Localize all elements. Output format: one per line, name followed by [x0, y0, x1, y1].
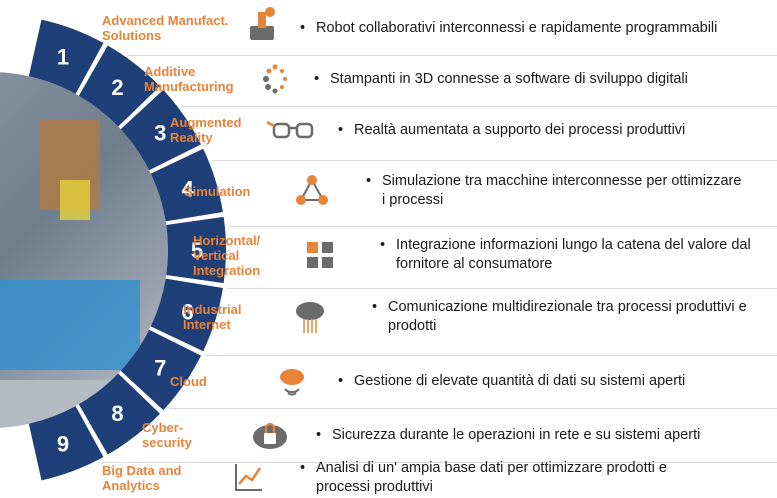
ring-segment-6 — [150, 278, 223, 352]
ring-segment-9 — [28, 406, 104, 481]
simulation-network-icon — [296, 175, 328, 205]
ring-segment-8 — [78, 373, 160, 455]
item-label-1: Advanced Manufact. Solutions — [102, 13, 229, 43]
item-description-2: Stampanti in 3D connesse a software di s… — [314, 70, 777, 89]
ring-segment-3 — [120, 89, 202, 171]
step-number-9: 9 — [57, 432, 69, 457]
item-description-4: Simulazione tra macchine interconnesse p… — [366, 172, 742, 210]
item-label-6: Industrial Internet — [183, 302, 242, 332]
step-number-2: 2 — [111, 75, 123, 100]
step-number-6: 6 — [181, 300, 193, 325]
item-description-9: Analisi di un' ampia base dati per ottim… — [300, 459, 716, 497]
item-label-5: Horizontal/ Vertical Integration — [193, 232, 261, 278]
robot-arm-icon — [250, 7, 275, 40]
row-divider — [126, 55, 777, 56]
dots-3d-print-icon — [263, 64, 287, 94]
ar-glasses-icon — [266, 120, 314, 139]
step-number-3: 3 — [154, 120, 166, 145]
row-divider — [228, 226, 777, 227]
item-label-9: Big Data and Analytics — [102, 463, 182, 493]
item-description-7: Gestione di elevate quantità di dati su … — [338, 372, 774, 391]
ring-segment-4 — [150, 148, 223, 222]
row-divider — [180, 106, 777, 107]
row-divider — [169, 408, 777, 409]
cloud-network-icon — [296, 302, 324, 333]
row-divider — [212, 160, 777, 161]
analytics-chart-icon — [235, 464, 262, 491]
cloud-icon — [280, 369, 304, 396]
padlock-cloud-icon — [253, 422, 287, 449]
item-description-5: Integrazione informazioni lungo la caten… — [380, 236, 777, 274]
numbered-ring: 1 2 3 4 5 6 7 8 9 — [28, 19, 226, 481]
step-number-4: 4 — [181, 176, 194, 201]
item-label-4: Simulation — [184, 183, 251, 199]
item-label-7: Cloud — [170, 373, 207, 389]
ring-segment-1 — [28, 19, 104, 94]
item-label-2: Additive Manufacturing — [144, 64, 234, 94]
item-description-8: Sicurezza durante le operazioni in rete … — [316, 426, 772, 445]
item-description-1: Robot collaborativi interconnessi e rapi… — [300, 19, 777, 38]
row-divider — [226, 288, 777, 289]
step-number-7: 7 — [154, 356, 166, 381]
step-number-8: 8 — [111, 401, 123, 426]
step-number-5: 5 — [191, 238, 203, 263]
step-number-1: 1 — [57, 44, 69, 69]
item-label-8: Cyber- security — [142, 420, 192, 450]
item-label-3: Augmented Reality — [170, 115, 242, 145]
integration-grid-icon — [307, 242, 333, 268]
ring-segment-7 — [120, 329, 202, 411]
item-description-3: Realtà aumentata a supporto dei processi… — [338, 121, 777, 140]
item-description-6: Comunicazione multidirezionale tra proce… — [372, 298, 777, 336]
ring-segment-5 — [166, 216, 226, 284]
row-divider — [205, 355, 777, 356]
ring-segment-2 — [78, 45, 160, 127]
